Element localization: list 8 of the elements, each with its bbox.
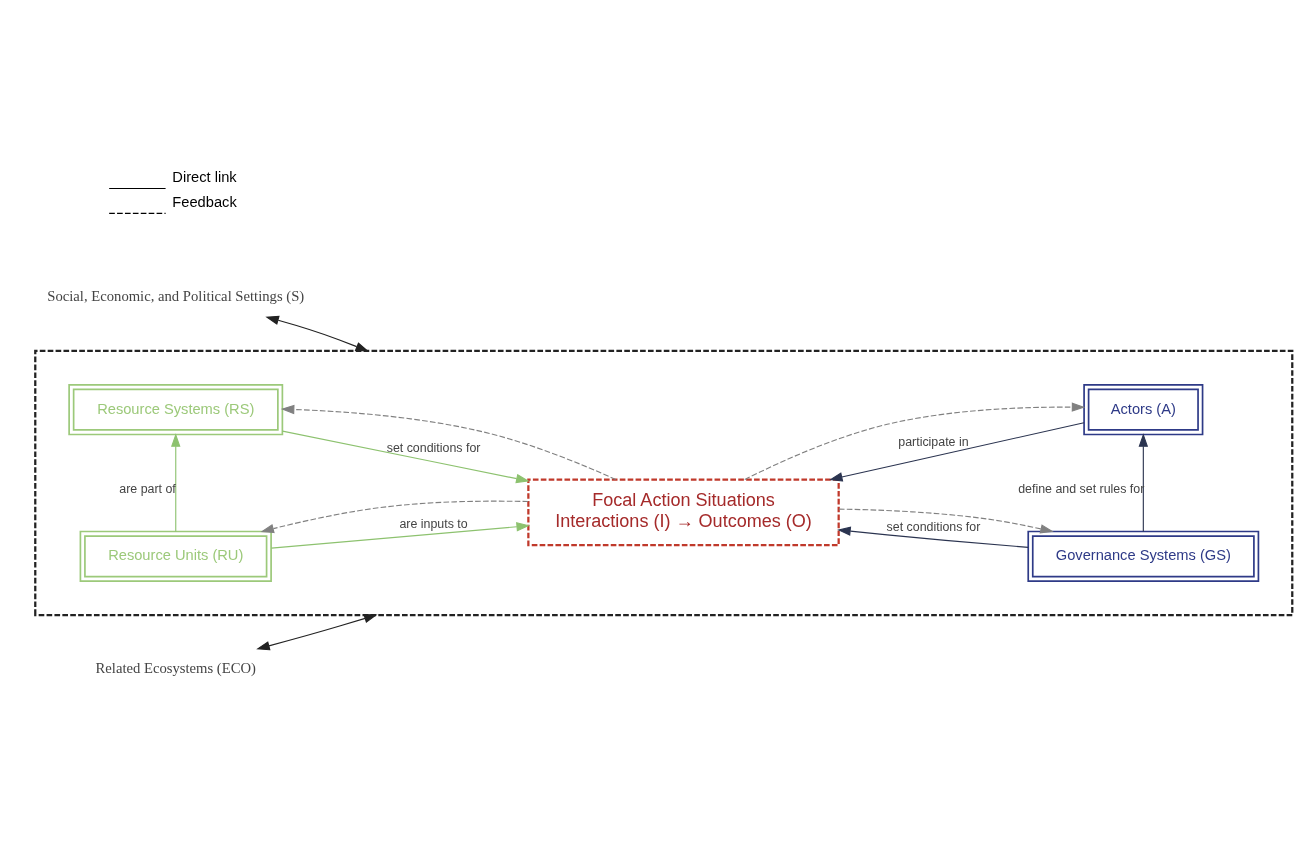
node-text: Related Ecosystems (ECO) (95, 660, 256, 677)
legend-label: Direct link (172, 169, 237, 186)
node-text: Social, Economic, and Political Settings (S) (47, 287, 305, 304)
edge-label: set conditions for (886, 520, 981, 535)
edge-label: set conditions for (386, 441, 481, 456)
edge-label: are inputs to (399, 516, 468, 531)
legend-label: Feedback (172, 194, 237, 210)
edge-label: participate in (898, 434, 969, 449)
